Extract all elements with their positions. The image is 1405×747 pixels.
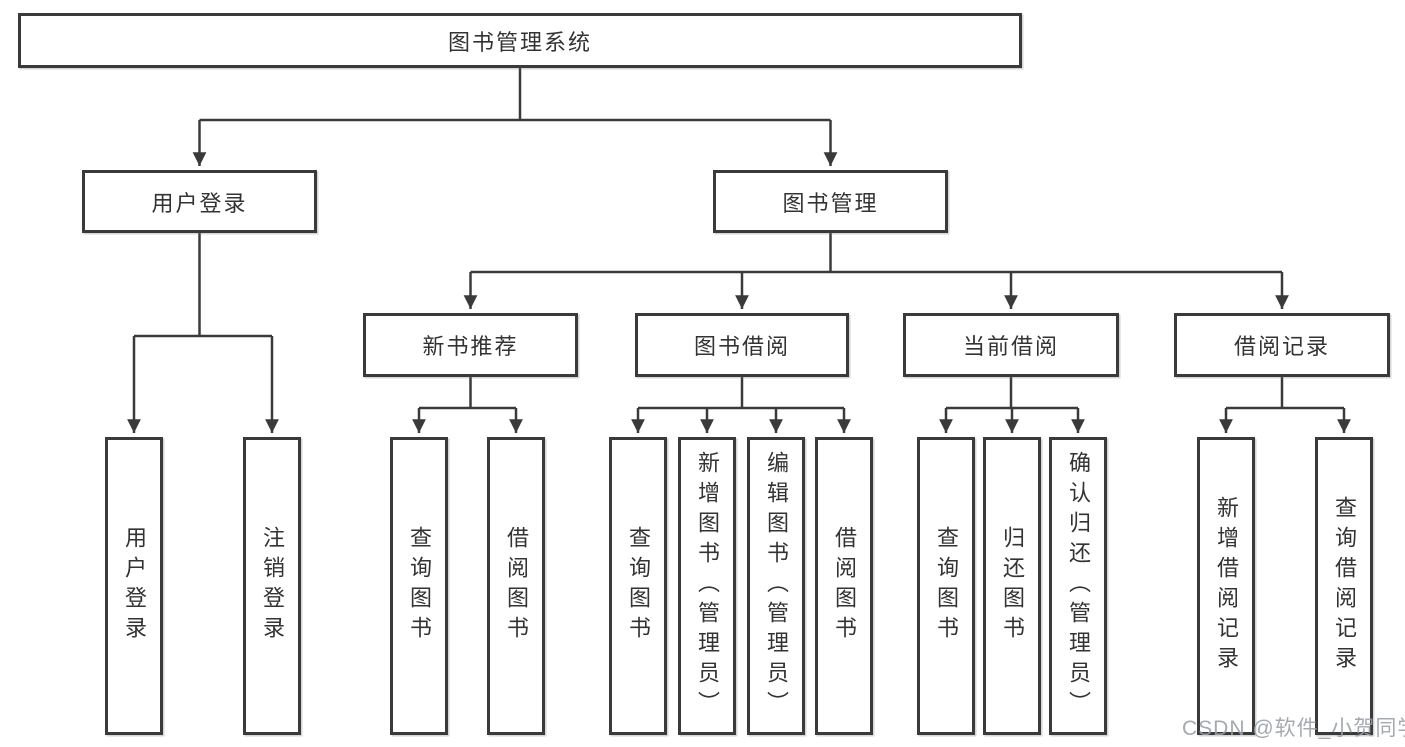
- leaf-br-add-record: 新增借阅记录: [1197, 437, 1255, 735]
- leaf-cb-return-books-label: 归还图书: [1000, 526, 1025, 646]
- node-library-system-label: 图书管理系统: [447, 29, 592, 55]
- leaf-bb-add-books-admin-label: 新增图书（管理员）: [695, 451, 720, 721]
- leaf-br-query-record-label: 查询借阅记录: [1332, 496, 1357, 676]
- leaf-bb-query-books: 查询图书: [609, 437, 667, 735]
- leaf-cb-query-books: 查询图书: [917, 437, 975, 735]
- node-library-system: 图书管理系统: [18, 13, 1022, 68]
- node-book-management-label: 图书管理: [782, 190, 879, 216]
- leaf-logout-label: 注销登录: [260, 526, 285, 646]
- node-book-management: 图书管理: [713, 170, 948, 233]
- leaf-bb-edit-books-admin: 编辑图书（管理员）: [747, 437, 805, 735]
- watermark: CSDN @软件_小贺同学: [1182, 717, 1405, 740]
- node-current-borrowing-label: 当前借阅: [962, 334, 1059, 359]
- leaf-br-add-record-label: 新增借阅记录: [1214, 496, 1239, 676]
- node-user-login-label: 用户登录: [151, 190, 248, 216]
- leaf-logout: 注销登录: [243, 437, 301, 735]
- node-borrowing-records-label: 借阅记录: [1233, 334, 1330, 359]
- leaf-cb-query-books-label: 查询图书: [934, 526, 959, 646]
- leaf-bb-add-books-admin: 新增图书（管理员）: [678, 437, 736, 735]
- leaf-nbr-borrow-books-label: 借阅图书: [504, 526, 529, 646]
- leaf-cb-confirm-return-admin-label: 确认归还（管理员）: [1066, 451, 1091, 721]
- leaf-user-login-label: 用户登录: [122, 526, 147, 646]
- leaf-cb-return-books: 归还图书: [983, 437, 1041, 735]
- leaf-nbr-query-books: 查询图书: [390, 437, 448, 735]
- node-book-borrowing-label: 图书借阅: [693, 334, 790, 359]
- node-current-borrowing: 当前借阅: [903, 313, 1119, 377]
- node-new-book-recommend-label: 新书推荐: [422, 334, 519, 359]
- leaf-br-query-record: 查询借阅记录: [1315, 437, 1373, 735]
- leaf-cb-confirm-return-admin: 确认归还（管理员）: [1049, 437, 1107, 735]
- leaf-user-login: 用户登录: [105, 437, 163, 735]
- node-book-borrowing: 图书借阅: [635, 313, 849, 377]
- leaf-nbr-query-books-label: 查询图书: [407, 526, 432, 646]
- node-new-book-recommend: 新书推荐: [363, 313, 578, 377]
- node-borrowing-records: 借阅记录: [1174, 313, 1390, 377]
- leaf-nbr-borrow-books: 借阅图书: [487, 437, 545, 735]
- leaf-bb-borrow-books: 借阅图书: [815, 437, 873, 735]
- leaf-bb-edit-books-admin-label: 编辑图书（管理员）: [764, 451, 789, 721]
- node-user-login: 用户登录: [82, 170, 317, 233]
- leaf-bb-query-books-label: 查询图书: [626, 526, 651, 646]
- leaf-bb-borrow-books-label: 借阅图书: [832, 526, 857, 646]
